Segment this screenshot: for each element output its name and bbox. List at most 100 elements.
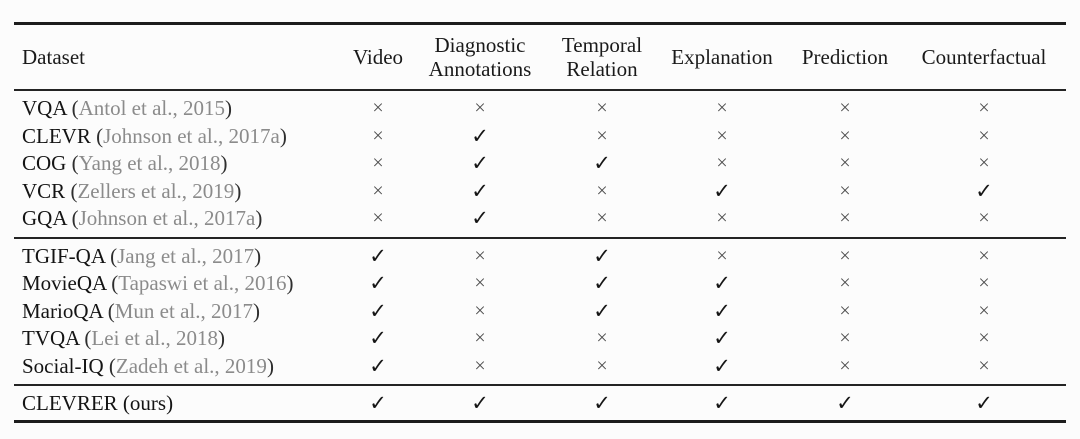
dataset-name-cell: CLEVR (Johnson et al., 2017a) [14, 123, 344, 151]
dataset-name: VQA [22, 96, 67, 120]
mark-cell: × [596, 97, 608, 119]
dataset-name-cell: Social-IQ (Zadeh et al., 2019) [14, 353, 344, 386]
citation-paren-open: ( [107, 298, 115, 323]
paper-page: Dataset Video Diagnostic Annotations Tem… [14, 22, 1066, 423]
mark-cell: ✓ [471, 391, 489, 415]
dataset-citation: Johnson et al., 2017a [78, 206, 256, 230]
mark-cell: ✓ [713, 298, 731, 323]
mark-cell: × [839, 152, 851, 174]
citation-paren-open: ( [71, 151, 79, 175]
table-row: MarioQA (Mun et al., 2017) ✓ × ✓ ✓ × × [14, 298, 1066, 326]
dataset-name-cell: TGIF-QA (Jang et al., 2017) [14, 238, 344, 271]
mark-cell: ✓ [836, 391, 854, 415]
mark-cell: ✓ [369, 391, 387, 415]
mark-cell: × [372, 97, 384, 119]
table-row: TVQA (Lei et al., 2018) ✓ × × ✓ × × [14, 325, 1066, 353]
mark-cell: × [978, 354, 990, 377]
dataset-name: MarioQA [22, 298, 103, 323]
table-row-clevrer: CLEVRER (ours) ✓ ✓ ✓ ✓ ✓ ✓ [14, 385, 1066, 422]
mark-cell: ✓ [713, 391, 731, 415]
citation-paren-close: ) [266, 353, 274, 378]
mark-cell: ✓ [713, 326, 731, 350]
column-header-diagnostic-annotations: Diagnostic Annotations [428, 33, 532, 81]
mark-cell: × [372, 124, 384, 147]
dataset-name: CLEVR [22, 123, 91, 148]
dataset-name-cell: MovieQA (Tapaswi et al., 2016) [14, 270, 344, 298]
mark-cell: × [978, 244, 990, 267]
citation-paren-close: ) [254, 243, 262, 268]
mark-cell: ✓ [369, 326, 387, 350]
mark-cell: × [716, 97, 728, 119]
table-row: GQA (Johnson et al., 2017a) × ✓ × × × × [14, 205, 1066, 238]
dataset-name: MovieQA [22, 271, 106, 295]
mark-cell: × [474, 272, 486, 294]
mark-cell: ✓ [975, 178, 993, 203]
table-header-row: Dataset Video Diagnostic Annotations Tem… [14, 24, 1066, 90]
mark-cell: × [474, 244, 486, 267]
mark-cell: × [978, 97, 990, 119]
dataset-citation: Yang et al., 2018 [78, 151, 221, 175]
dataset-citation: Johnson et al., 2017a [103, 123, 280, 148]
mark-cell: × [372, 179, 384, 202]
table-row: MovieQA (Tapaswi et al., 2016) ✓ × ✓ ✓ ×… [14, 270, 1066, 298]
mark-cell: ✓ [471, 123, 489, 148]
mark-cell: × [596, 354, 608, 377]
mark-cell: ✓ [975, 391, 993, 415]
column-header-temporal-relation: Temporal Relation [561, 33, 643, 81]
citation-paren-open: ( [84, 326, 92, 350]
mark-cell: × [978, 327, 990, 349]
column-header-video: Video [352, 45, 404, 69]
table-header: Dataset Video Diagnostic Annotations Tem… [14, 24, 1066, 90]
dataset-name: GQA [22, 206, 67, 230]
dataset-name-cell: VCR (Zellers et al., 2019) [14, 178, 344, 206]
dataset-citation: Mun et al., 2017 [114, 298, 253, 323]
citation-paren-open: ( [96, 123, 104, 148]
dataset-name-cell: GQA (Johnson et al., 2017a) [14, 205, 344, 238]
mark-cell: × [839, 244, 851, 267]
mark-cell: × [839, 327, 851, 349]
mark-cell: × [372, 207, 384, 229]
mark-cell: × [596, 179, 608, 202]
column-header-explanation: Explanation [671, 45, 773, 69]
citation-paren-close: ) [279, 123, 287, 148]
mark-cell: × [372, 152, 384, 174]
mark-cell: × [474, 354, 486, 377]
dataset-name: TGIF-QA [22, 243, 105, 268]
mark-cell: ✓ [369, 353, 387, 378]
dataset-comparison-table: Dataset Video Diagnostic Annotations Tem… [14, 22, 1066, 423]
dataset-name-cell: MarioQA (Mun et al., 2017) [14, 298, 344, 326]
mark-cell: ✓ [593, 298, 611, 323]
mark-cell: × [716, 244, 728, 267]
mark-cell: ✓ [471, 151, 489, 175]
dataset-citation: Tapaswi et al., 2016 [118, 271, 287, 295]
mark-cell: ✓ [593, 243, 611, 268]
table-row: VCR (Zellers et al., 2019) × ✓ × ✓ × ✓ [14, 178, 1066, 206]
table-row: CLEVR (Johnson et al., 2017a) × ✓ × × × … [14, 123, 1066, 151]
mark-cell: × [839, 272, 851, 294]
table-group-ours: CLEVRER (ours) ✓ ✓ ✓ ✓ ✓ ✓ [14, 385, 1066, 422]
mark-cell: ✓ [593, 151, 611, 175]
citation-paren-close: ) [286, 271, 294, 295]
dataset-name: CLEVRER (ours) [22, 391, 174, 415]
table-group-image-datasets: VQA (Antol et al., 2015) × × × × × × CLE… [14, 90, 1066, 238]
table-row: COG (Yang et al., 2018) × ✓ ✓ × × × [14, 150, 1066, 178]
mark-cell: ✓ [369, 298, 387, 323]
mark-cell: × [978, 207, 990, 229]
dataset-citation: Zadeh et al., 2019 [115, 353, 267, 378]
mark-cell: ✓ [713, 271, 731, 295]
mark-cell: ✓ [369, 243, 387, 268]
dataset-name: COG [22, 151, 67, 175]
mark-cell: × [839, 97, 851, 119]
citation-paren-open: ( [110, 243, 118, 268]
mark-cell: × [839, 299, 851, 322]
dataset-citation: Jang et al., 2017 [117, 243, 255, 268]
table-row: TGIF-QA (Jang et al., 2017) ✓ × ✓ × × × [14, 238, 1066, 271]
mark-cell: × [839, 179, 851, 202]
mark-cell: ✓ [593, 271, 611, 295]
citation-paren-close: ) [220, 151, 228, 175]
mark-cell: × [839, 354, 851, 377]
dataset-name: VCR [22, 178, 66, 203]
column-header-dataset: Dataset [22, 45, 85, 69]
citation-paren-open: ( [71, 96, 79, 120]
dataset-name: Social-IQ [22, 353, 104, 378]
